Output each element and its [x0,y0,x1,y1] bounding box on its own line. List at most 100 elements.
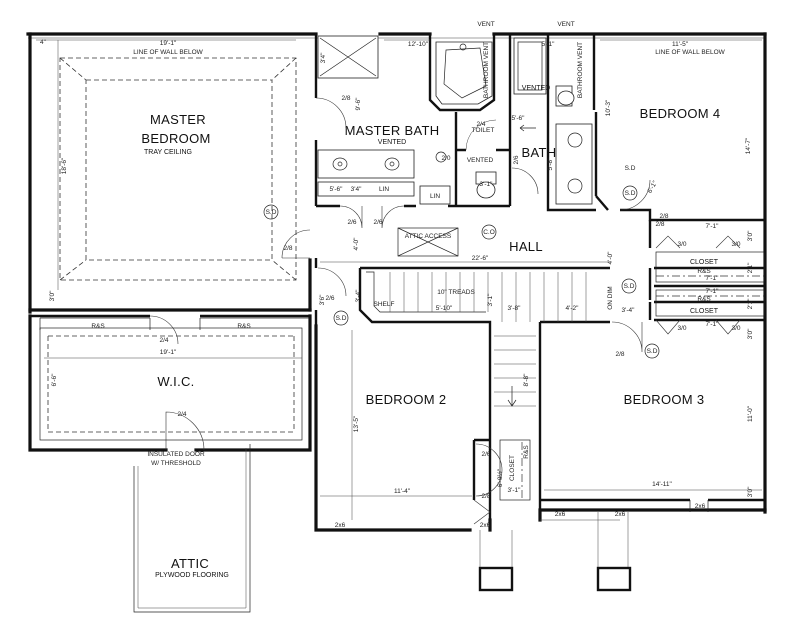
door-2-6d: 2/6 [325,295,334,302]
attic: ATTIC PLYWOOD FLOORING [133,444,251,613]
porch-2x6b: 2x6 [615,511,626,518]
lin-label: LIN [379,186,389,193]
bed2-dim-6-0: 6'-0½" [496,468,504,487]
cl-dim-3-0a: 3'0" [747,230,754,241]
line-wall-below-right: LINE OF WALL BELOW [655,49,725,56]
dim-top-4: 4" [40,39,47,46]
sd4-label: S.D [336,315,347,322]
hall-dim-3-4: 3'-4" [355,289,362,303]
hall-bath: 5'-1" VENT BATHROOM VENT VENTED BATH 5'-… [512,21,593,205]
toilet-label: TOILET [472,127,495,134]
bedroom-4: BEDROOM 4 11'-5" LINE OF WALL BELOW 14'-… [600,39,762,220]
wic-dim-6-6: 6'-6" [51,373,58,387]
bed2-dim-13-5: 13'-5" [353,415,360,432]
sd6-label: S.D [625,165,636,172]
toilet-vented: VENTED [467,157,494,164]
mb-dim-5-6: 5'-6" [330,186,344,193]
bath-dim-5-1: 5'-1" [542,41,556,48]
sd5-label: S.D [647,348,658,355]
vent-a: VENT [477,21,494,28]
bath-label: BATH [522,145,557,160]
plywood-label: PLYWOOD FLOORING [155,572,229,579]
dim-top-19-1: 19'-1" [160,40,177,47]
stair-dim-4-2: 4'-2" [566,305,580,312]
hall-door-2-8f: 2/8 [655,221,664,228]
master-bath-vented: VENTED [378,139,406,146]
hall-dim-4-0b: 4'-0" [607,251,614,265]
stair-dim-5-10: 5'-10" [436,305,453,312]
dim-left-18-6: 18'-6" [61,157,68,174]
door-2-6a: 2/6 [347,219,356,226]
lin2-label: LIN [430,193,440,200]
cl-dim-2-1b: 2'1" [747,298,754,309]
rs-a-label: R&S [697,268,711,275]
bed2-dim-3-1: 3'-1" [508,487,522,494]
master-bedroom-label: MASTER [150,112,206,127]
walk-in-closet: R&S R&S W.I.C. 19'-1" 6'-6" 2/4 2/4 INSU… [28,314,312,467]
bed3-door-2-8: 2/8 [615,351,624,358]
vent-b: VENT [557,21,574,28]
bedroom-2: BEDROOM 2 13'-5" 11'-4" CLOSET R&S 6'-0½… [314,310,531,532]
bed2-2x6b: 2x6 [480,522,491,529]
bath-vented-label: VENTED [522,85,550,92]
sd1-label: S.D [266,209,277,216]
hall-dim-22-6: 22'-6" [472,255,489,262]
bed4-door-2-8: 2/8 [659,213,668,220]
rs-b-label: R&S [697,296,711,303]
wic-dim-19-1: 19'-1" [160,349,177,356]
closet-lower-label: CLOSET [690,308,719,315]
cl-dim-7-1b: 7'-1" [706,275,720,282]
closet-upper-label: CLOSET [690,259,719,266]
toilet-size: 2/4 [476,121,485,128]
bedroom-3: BEDROOM 3 14'-11" 11'-0" 3'0" 2/8 S.D 2x… [538,321,767,522]
dim-top-12-10: 12'-10" [408,41,429,48]
wic-rs-left: R&S [91,323,105,330]
hall-closets: CLOSET R&S R&S CLOSET 7'-1" 7'-1" 7'-1" … [648,220,765,339]
rs-bed2-label: R&S [523,445,530,459]
bath-dim-5-6: 5'-6" [512,115,526,122]
door-3-0d: 3/0 [731,325,740,332]
bath-vent-a: BATHROOM VENT [483,42,490,98]
shelf-label: SHELF [374,301,395,308]
porch-footings: 2x6 2x6 2/8 S.D [478,165,665,592]
hall-dim-4-0: 4'-0" [353,237,360,251]
wic-rs-right: R&S [237,323,251,330]
bed2-closet-door: 2/8 [481,493,490,500]
bed2-2x6: 2x6 [335,522,346,529]
shower-dim: 3'4" [320,52,327,63]
hall: HALL ATTIC ACCESS C.O 22'-6" 3'6" 4'-0" … [281,224,614,326]
door-2-0: 2/0 [441,155,450,162]
cl-dim-7-1d: 7'-1" [706,321,720,328]
bed3-dim-3-0: 3'0" [747,486,754,497]
stair-dim-8-8: 8'-8" [523,373,530,387]
master-bath-label: MASTER BATH [345,123,440,138]
cl-dim-7-1a: 7'-1" [706,223,720,230]
stair-dim-3-4: 3'-4" [622,307,636,314]
bedroom4-label: BEDROOM 4 [640,106,721,121]
porch-2x6: 2x6 [555,511,566,518]
dim-top-11-5: 11'-5" [672,41,689,48]
bed4-dim-10-3: 10'-3" [605,99,612,116]
attic-door-2-4: 2/4 [177,411,186,418]
insulated-door-label: INSULATED DOOR [147,451,205,458]
threshold-label: W/ THRESHOLD [151,460,201,467]
master-bath: 3'4" BATHROOM VENT VENT LIN 5'-6" 3'4" L… [315,21,510,229]
bath-door-2-6: 2/6 [513,155,520,164]
bed2-dim-11-4: 11'-4" [394,488,411,495]
cl-dim-7-1c: 7'-1" [706,288,720,295]
cl-dim-3-0b: 3'0" [747,328,754,339]
toilet-dim: 3'-1" [480,181,494,188]
wic-door-2-4: 2/4 [159,337,168,344]
bath-vent-b: BATHROOM VENT [577,42,584,98]
door-2-8a: 2/8 [341,95,350,102]
hall-label: HALL [509,239,543,254]
tray-ceiling-label: TRAY CEILING [144,149,192,156]
door-2-8c: 2/8 [283,245,292,252]
cl-dim-2-1a: 2'1" [747,262,754,273]
master-bedroom-label-2: BEDROOM [141,131,210,146]
exterior-walls [26,32,767,514]
door-3-0a: 3/0 [677,241,686,248]
bed4-dim-6-1: 6'-1" [646,179,659,194]
bed3-2x6: 2x6 [695,503,706,510]
